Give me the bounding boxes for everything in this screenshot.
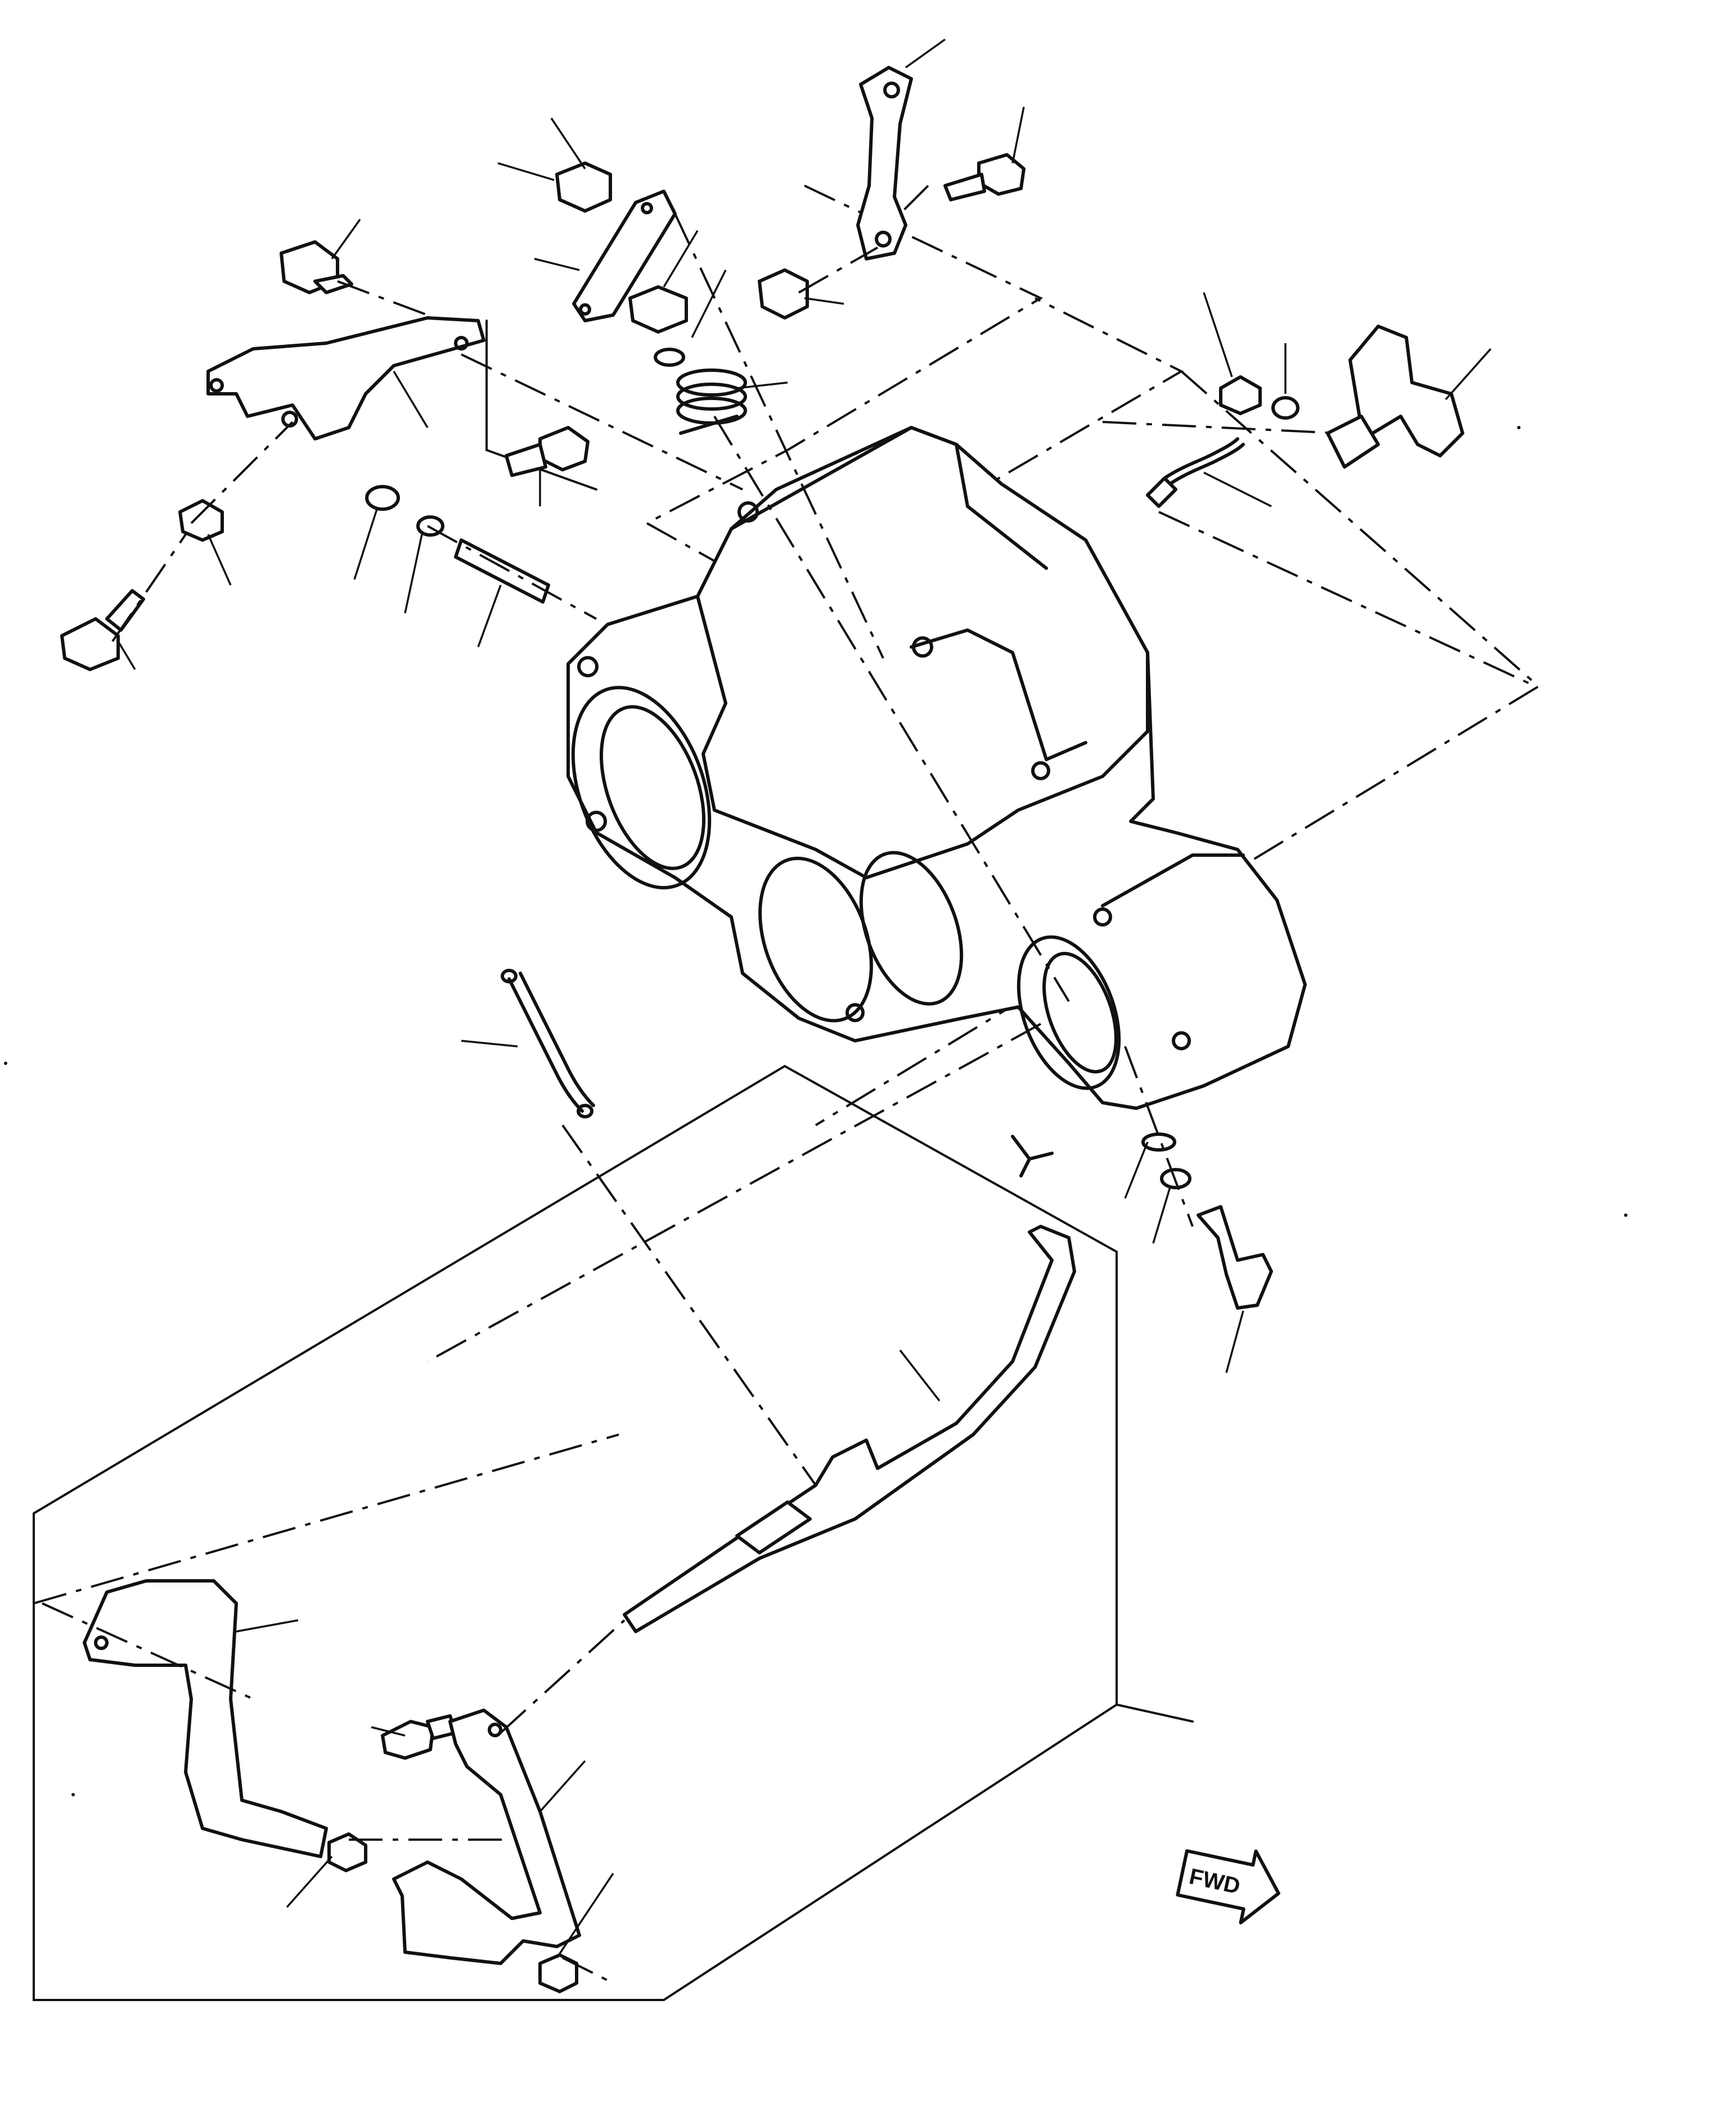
washer-right: [1271, 396, 1299, 420]
assembly-centerlines: [33, 185, 1536, 1981]
hex-nut-right: [1219, 375, 1262, 415]
hex-nut-lower-left: [327, 1832, 367, 1872]
bolt-center-left: [505, 426, 590, 477]
shift-lever: [1326, 325, 1464, 469]
cotter-pin: [1011, 1135, 1054, 1177]
extension-spring: [501, 969, 595, 1118]
hex-nut-left: [178, 499, 224, 542]
fwd-direction-marker: FWD: [1176, 1849, 1280, 1925]
hex-bolt-top-right: [943, 153, 1026, 201]
hex-bolt-lower-left: [60, 589, 145, 671]
connecting-link: [856, 66, 913, 260]
arrow-right-icon: [1176, 1849, 1280, 1925]
upper-bracket: [206, 316, 485, 441]
clevis-pin: [1197, 1205, 1273, 1310]
mounting-bracket-lower: [392, 1709, 581, 1965]
scan-specks: [4, 426, 1627, 1796]
hex-nut-right-top: [758, 268, 809, 320]
clevis-bolt-lower: [381, 1714, 457, 1760]
pivot-pin: [454, 538, 550, 604]
detent-spring-right: [1146, 437, 1245, 508]
hex-nut-top: [555, 161, 612, 213]
lower-assembly-frame: [33, 1064, 1194, 2001]
hex-nut-center: [628, 285, 688, 334]
torsion-spring: [676, 368, 747, 435]
washer-left: [416, 515, 444, 537]
hex-nut-lower-right: [538, 1953, 578, 1993]
leader-lines: [117, 38, 1492, 1958]
transmission-housing: [566, 426, 1307, 1110]
clip-left: [365, 485, 400, 511]
hex-bolt-upper-left: [280, 240, 353, 294]
o-ring-lower: [1141, 1132, 1176, 1152]
lock-washer-center: [654, 348, 685, 367]
washer-lower: [1160, 1168, 1191, 1189]
shift-rod: [623, 1225, 1076, 1633]
